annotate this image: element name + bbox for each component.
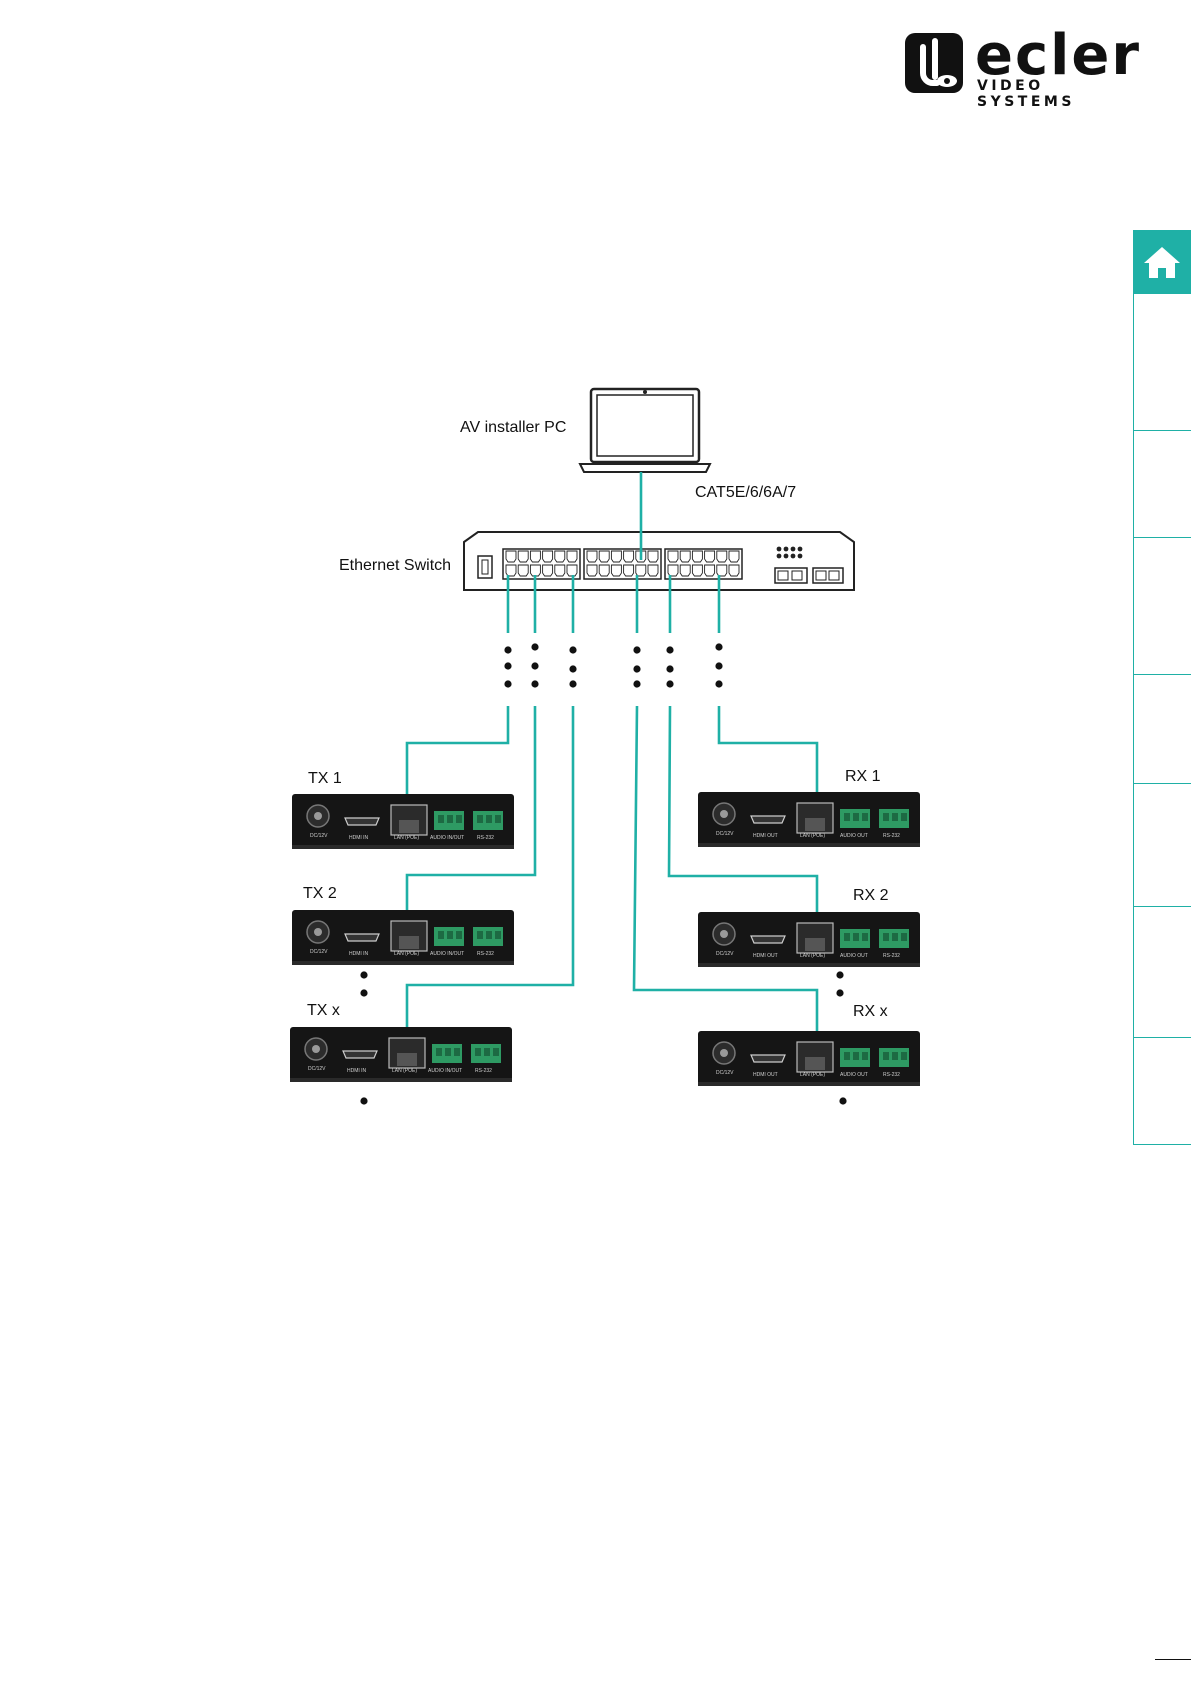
svg-text:RS-232: RS-232	[477, 951, 494, 957]
rx-x-label: RX x	[853, 1003, 888, 1020]
cables	[405, 472, 819, 1045]
brand-tagline: VIDEO SYSTEMS	[977, 78, 1075, 110]
side-tab-3[interactable]	[1133, 538, 1191, 675]
svg-text:RS-232: RS-232	[883, 953, 900, 959]
svg-text:LAN (POE): LAN (POE)	[392, 1068, 417, 1074]
rx-2-label: RX 2	[853, 887, 889, 904]
svg-text:DC/12V: DC/12V	[716, 951, 734, 957]
ecler-logo-mark	[905, 33, 963, 93]
svg-text:HDMI OUT: HDMI OUT	[753, 953, 778, 959]
svg-text:LAN (POE): LAN (POE)	[394, 951, 419, 957]
svg-text:AUDIO OUT: AUDIO OUT	[840, 953, 868, 959]
home-tab[interactable]	[1133, 230, 1191, 294]
rx-device-2: DC/12V HDMI OUT LAN (POE) AUDIO OUT RS-2…	[697, 911, 921, 968]
svg-text:DC/12V: DC/12V	[310, 833, 328, 839]
svg-text:RS-232: RS-232	[883, 1072, 900, 1078]
svg-text:LAN (POE): LAN (POE)	[800, 953, 825, 959]
side-tab-4[interactable]	[1133, 675, 1191, 784]
tx-1-label: TX 1	[308, 770, 342, 787]
pc-label: AV installer PC	[460, 419, 566, 436]
svg-text:AUDIO IN/OUT: AUDIO IN/OUT	[428, 1068, 462, 1074]
side-navigation	[1133, 230, 1191, 1145]
svg-text:AUDIO IN/OUT: AUDIO IN/OUT	[430, 835, 464, 841]
tx-2-label: TX 2	[303, 885, 337, 902]
tx-device-x: DC/12V HDMI IN LAN (POE) AUDIO IN/OUT RS…	[289, 1026, 513, 1083]
svg-text:LAN (POE): LAN (POE)	[800, 833, 825, 839]
brand-name: ecler	[975, 23, 1141, 88]
svg-text:HDMI IN: HDMI IN	[347, 1068, 367, 1074]
svg-text:RS-232: RS-232	[477, 835, 494, 841]
svg-text:DC/12V: DC/12V	[310, 949, 328, 955]
svg-text:AUDIO OUT: AUDIO OUT	[840, 1072, 868, 1078]
svg-text:DC/12V: DC/12V	[308, 1066, 326, 1072]
rx-device-1: DC/12V HDMI OUT LAN (POE) AUDIO OUT RS-2…	[697, 791, 921, 848]
tx-device-2: DC/12V HDMI IN LAN (POE) AUDIO IN/OUT RS…	[291, 909, 515, 966]
cable-type-label: CAT5E/6/6A/7	[695, 484, 796, 501]
switch-label: Ethernet Switch	[339, 557, 451, 574]
side-tab-1[interactable]	[1133, 294, 1191, 431]
svg-text:LAN (POE): LAN (POE)	[800, 1072, 825, 1078]
svg-text:AUDIO OUT: AUDIO OUT	[840, 833, 868, 839]
side-tab-7[interactable]	[1133, 1038, 1191, 1145]
ecler-logo: ecler VIDEO SYSTEMS	[905, 23, 1139, 110]
svg-text:DC/12V: DC/12V	[716, 1070, 734, 1076]
tx-device-1: DC/12V HDMI IN LAN (POE) AUDIO IN/OUT RS…	[291, 793, 515, 850]
continuation-dots	[360, 643, 847, 1105]
tx-x-label: TX x	[307, 1002, 340, 1019]
laptop-icon	[578, 387, 712, 473]
svg-text:LAN (POE): LAN (POE)	[394, 835, 419, 841]
svg-text:RS-232: RS-232	[475, 1068, 492, 1074]
rx-1-label: RX 1	[845, 768, 881, 785]
home-icon	[1144, 247, 1180, 278]
ethernet-switch-icon	[463, 531, 855, 591]
svg-text:DC/12V: DC/12V	[716, 831, 734, 837]
svg-text:HDMI OUT: HDMI OUT	[753, 1072, 778, 1078]
svg-text:AUDIO IN/OUT: AUDIO IN/OUT	[430, 951, 464, 957]
footer-rule	[1155, 1659, 1191, 1660]
svg-text:HDMI OUT: HDMI OUT	[753, 833, 778, 839]
svg-text:HDMI IN: HDMI IN	[349, 835, 369, 841]
svg-text:RS-232: RS-232	[883, 833, 900, 839]
side-tab-6[interactable]	[1133, 907, 1191, 1038]
rx-device-x: DC/12V HDMI OUT LAN (POE) AUDIO OUT RS-2…	[697, 1030, 921, 1087]
side-tab-2[interactable]	[1133, 431, 1191, 538]
side-tab-5[interactable]	[1133, 784, 1191, 907]
svg-text:HDMI IN: HDMI IN	[349, 951, 369, 957]
